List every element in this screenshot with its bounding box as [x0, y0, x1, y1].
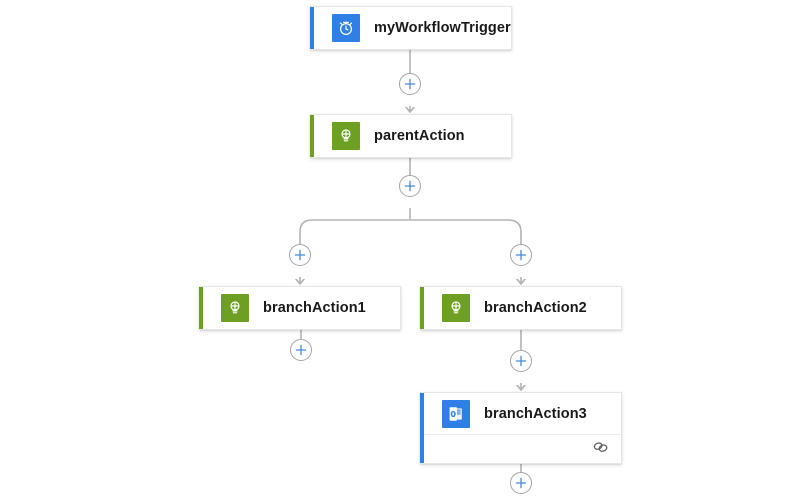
node-accent-bar — [199, 287, 203, 329]
plus-icon — [404, 78, 416, 90]
node-parent-action[interactable]: parentAction — [310, 114, 512, 158]
plus-icon — [404, 180, 416, 192]
add-step-button-before-branch1[interactable] — [289, 244, 311, 266]
green-bulb-icon — [442, 294, 470, 322]
node-title: branchAction1 — [263, 300, 366, 316]
node-header: branchAction2 — [420, 287, 621, 329]
node-accent-bar — [310, 115, 314, 157]
node-title: branchAction2 — [484, 300, 587, 316]
green-bulb-icon — [332, 122, 360, 150]
green-bulb-icon — [221, 294, 249, 322]
node-accent-bar — [420, 393, 424, 463]
plus-icon — [295, 344, 307, 356]
add-step-button-after-branch1[interactable] — [290, 339, 312, 361]
clock-timer-icon — [332, 14, 360, 42]
node-branch-action-3[interactable]: branchAction3 — [420, 392, 622, 464]
node-header: branchAction3 — [420, 393, 621, 434]
add-step-button-after-trigger[interactable] — [399, 73, 421, 95]
node-footer — [420, 434, 621, 464]
node-header: myWorkflowTrigger — [310, 7, 511, 49]
add-step-button-before-branch2[interactable] — [510, 244, 532, 266]
node-branch-action-1[interactable]: branchAction1 — [199, 286, 401, 330]
node-header: branchAction1 — [199, 287, 400, 329]
node-accent-bar — [310, 7, 314, 49]
plus-icon — [294, 249, 306, 261]
chain-link-icon[interactable] — [592, 440, 609, 459]
node-title: myWorkflowTrigger — [374, 20, 511, 36]
add-step-button-after-parent[interactable] — [399, 175, 421, 197]
add-step-button-after-branch2[interactable] — [510, 350, 532, 372]
outlook-icon — [442, 399, 470, 428]
node-branch-action-2[interactable]: branchAction2 — [420, 286, 622, 330]
plus-icon — [515, 249, 527, 261]
plus-icon — [515, 477, 527, 489]
node-header: parentAction — [310, 115, 511, 157]
node-trigger[interactable]: myWorkflowTrigger — [310, 6, 512, 50]
node-title: branchAction3 — [484, 405, 587, 422]
plus-icon — [515, 355, 527, 367]
node-title: parentAction — [374, 128, 465, 144]
add-step-button-after-branch3[interactable] — [510, 472, 532, 494]
node-accent-bar — [420, 287, 424, 329]
wire-branch-split — [299, 219, 522, 255]
